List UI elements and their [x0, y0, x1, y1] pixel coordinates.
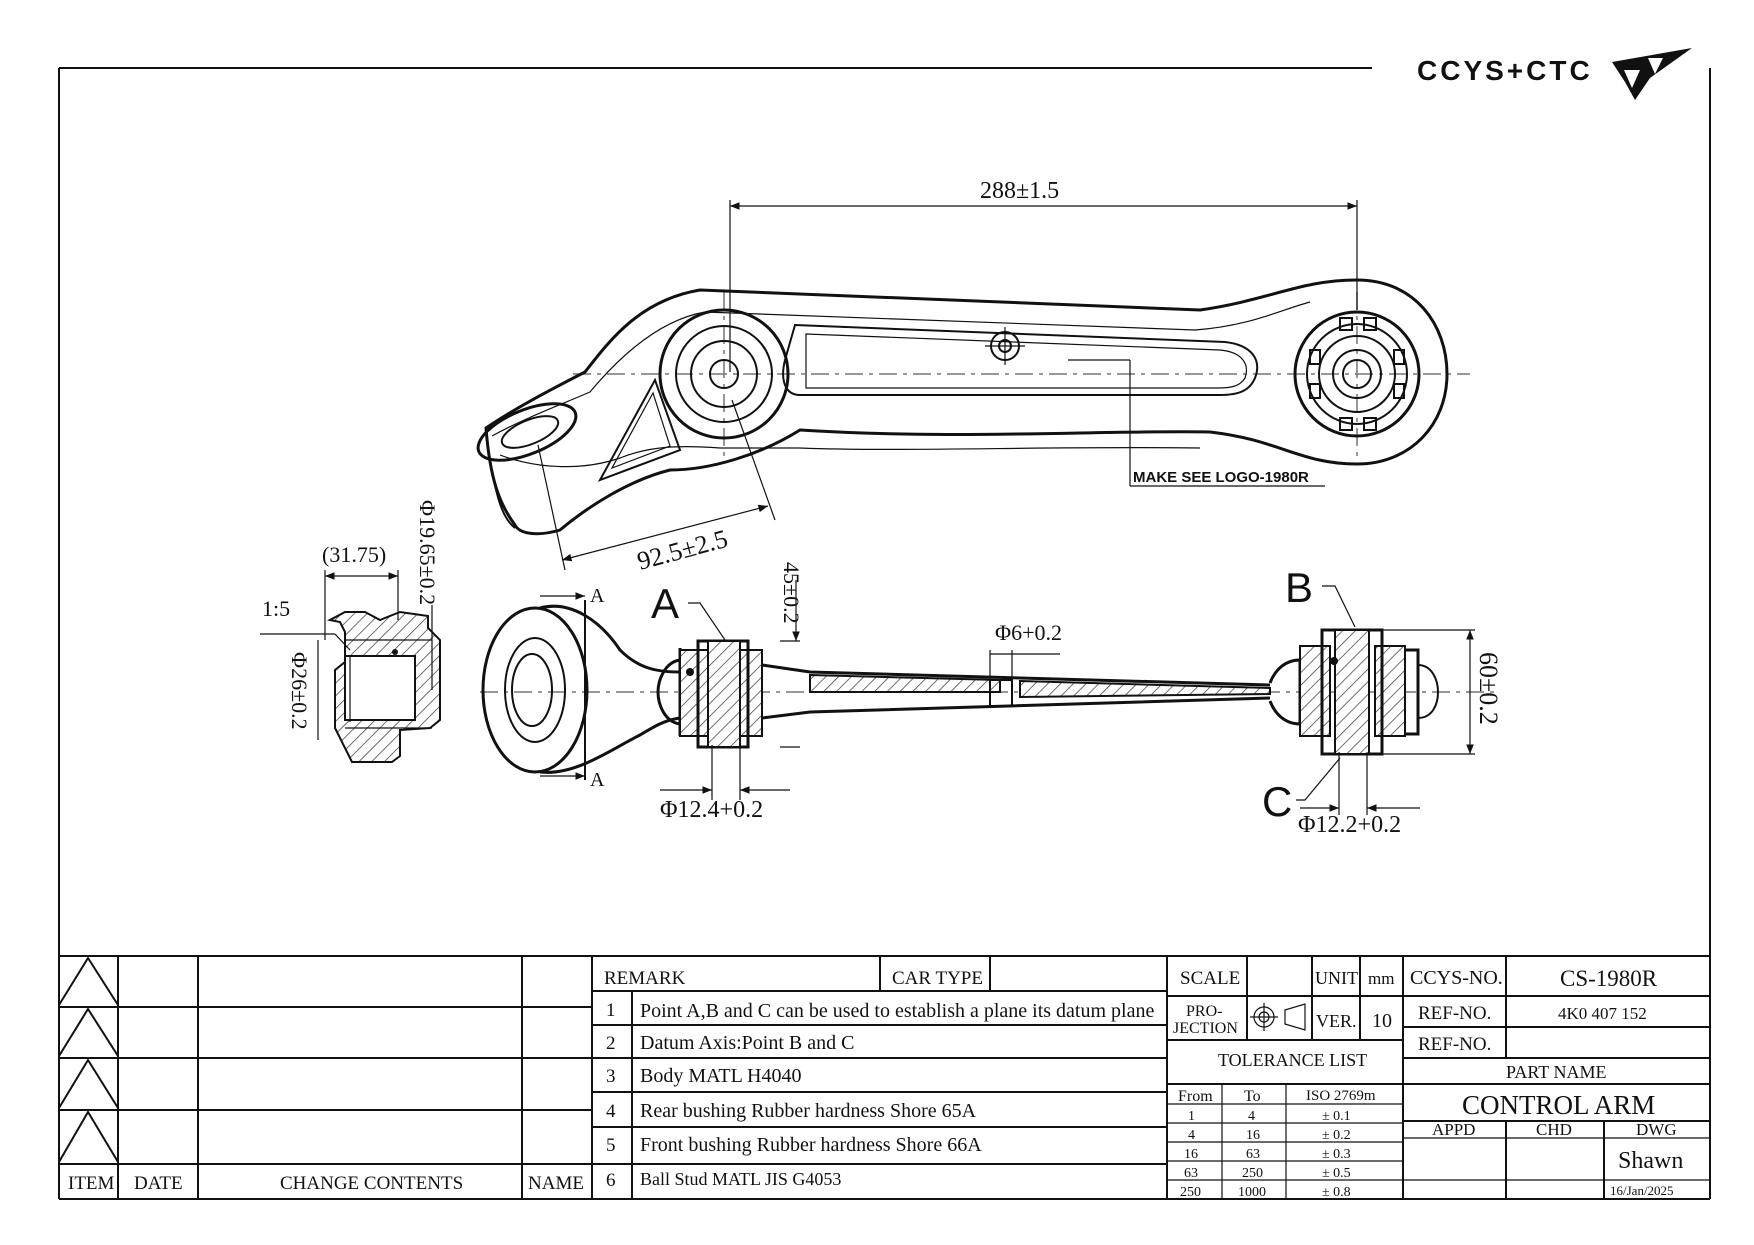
- header-item: ITEM: [68, 1173, 115, 1194]
- dwg-value: Shawn: [1618, 1148, 1683, 1174]
- tol-to: 16: [1246, 1128, 1260, 1143]
- remark-text: Ball Stud MATL JIS G4053: [640, 1169, 841, 1189]
- tol-header-std: ISO 2769m: [1306, 1088, 1376, 1104]
- dim-bush-b-height: 60±0.2: [1474, 652, 1503, 725]
- remark-no: 3: [606, 1066, 616, 1087]
- unit-value: mm: [1368, 969, 1394, 988]
- rear-bush-slots: [1309, 317, 1405, 431]
- projection-label: JECTION: [1173, 1020, 1238, 1037]
- header-change-contents: CHANGE CONTENTS: [280, 1173, 463, 1194]
- logo-note: MAKE SEE LOGO-1980R: [1133, 469, 1309, 486]
- brand-logo: CCYS+CTC: [1417, 48, 1692, 100]
- title-block: ITEM DATE CHANGE CONTENTS NAME REMARK CA…: [58, 955, 1710, 1200]
- remark-text: Rear bushing Rubber hardness Shore 65A: [640, 1100, 977, 1122]
- tol-value: ± 0.3: [1322, 1147, 1351, 1162]
- ver-value: 10: [1372, 1010, 1392, 1032]
- top-view: 288±1.5 92.5±2.5 MAKE SEE LOGO-1980R: [476, 178, 1470, 576]
- dim-ball-outer: Φ26±0.2: [287, 652, 312, 730]
- tol-header-to: To: [1244, 1088, 1261, 1105]
- tol-value: ± 0.1: [1322, 1109, 1351, 1124]
- tol-value: ± 0.2: [1322, 1128, 1351, 1143]
- section-mark-top: A: [590, 585, 605, 607]
- unit-label: UNIT: [1315, 968, 1358, 988]
- remark-label: REMARK: [604, 968, 686, 989]
- dim-bush-a-width: 45±0.2: [779, 562, 804, 624]
- tol-value: ± 0.5: [1322, 1166, 1351, 1181]
- part-name-label: PART NAME: [1506, 1062, 1606, 1082]
- remark-text: Datum Axis:Point B and C: [640, 1032, 854, 1054]
- tol-to: 1000: [1238, 1185, 1266, 1200]
- callout-c: C: [1262, 778, 1292, 825]
- part-name-value: CONTROL ARM: [1462, 1090, 1655, 1120]
- tol-to: 4: [1248, 1109, 1255, 1124]
- chd-label: CHD: [1536, 1120, 1572, 1139]
- car-type-label: CAR TYPE: [892, 968, 983, 989]
- tol-from: 250: [1180, 1185, 1201, 1200]
- brand-logo-text: CCYS+CTC: [1417, 55, 1593, 86]
- third-angle-projection-icon: [1250, 1003, 1306, 1031]
- header-date: DATE: [134, 1173, 183, 1194]
- tolerance-title: TOLERANCE LIST: [1218, 1050, 1367, 1070]
- remark-text: Front bushing Rubber hardness Shore 66A: [640, 1134, 982, 1156]
- ref-no-label: REF-NO.: [1418, 1003, 1491, 1024]
- dwg-label: DWG: [1636, 1120, 1677, 1139]
- tol-from: 16: [1184, 1147, 1198, 1162]
- wing-icon: [1612, 48, 1692, 100]
- scale-label: SCALE: [1180, 968, 1240, 989]
- remark-no: 6: [606, 1170, 616, 1191]
- tol-to: 250: [1242, 1166, 1263, 1181]
- dim-length: 288±1.5: [980, 178, 1059, 204]
- callout-b: B: [1285, 564, 1313, 611]
- remark-no: 1: [606, 1000, 616, 1021]
- ccys-no-value: CS-1980R: [1560, 966, 1658, 991]
- remark-text: Point A,B and C can be used to establish…: [640, 1000, 1154, 1022]
- dim-ball-dia: Φ19.65±0.2: [415, 500, 440, 605]
- ref-no-value: 4K0 407 152: [1558, 1004, 1647, 1023]
- tol-value: ± 0.8: [1322, 1185, 1351, 1200]
- tol-from: 1: [1188, 1109, 1195, 1124]
- remark-no: 5: [606, 1135, 616, 1156]
- side-view: A A 45±0.2 Φ6+0.2: [480, 562, 1503, 838]
- appd-label: APPD: [1432, 1120, 1475, 1139]
- dim-center-hole: Φ6+0.2: [995, 620, 1062, 645]
- remark-no: 4: [606, 1101, 616, 1122]
- ver-label: VER.: [1316, 1011, 1357, 1031]
- section-mark-bottom: A: [590, 769, 605, 791]
- remark-no: 2: [606, 1033, 616, 1054]
- remark-text: Body MATL H4040: [640, 1065, 801, 1087]
- tol-header-from: From: [1178, 1088, 1213, 1105]
- dim-bush-a-bore: Φ12.4+0.2: [660, 797, 763, 823]
- tol-to: 63: [1246, 1147, 1260, 1162]
- header-name: NAME: [528, 1173, 584, 1194]
- tol-from: 4: [1188, 1128, 1195, 1143]
- drawing-date: 16/Jan/2025: [1610, 1183, 1674, 1198]
- dim-bush-c-bore: Φ12.2+0.2: [1298, 812, 1401, 838]
- revision-triangles: [58, 956, 119, 1163]
- ref-no2-label: REF-NO.: [1418, 1034, 1491, 1055]
- tol-from: 63: [1184, 1166, 1198, 1181]
- ccys-no-label: CCYS-NO.: [1410, 967, 1503, 989]
- ball-stud-section: (31.75) Φ19.65±0.2 Φ26±0.2 1:5: [260, 500, 441, 763]
- dim-offset: 92.5±2.5: [634, 524, 731, 576]
- dim-taper: 1:5: [262, 596, 290, 621]
- projection-label: PRO-: [1186, 1003, 1222, 1020]
- sheet-border: [58, 67, 1711, 1200]
- dim-ball-length: (31.75): [322, 542, 386, 567]
- callout-a: A: [651, 580, 679, 627]
